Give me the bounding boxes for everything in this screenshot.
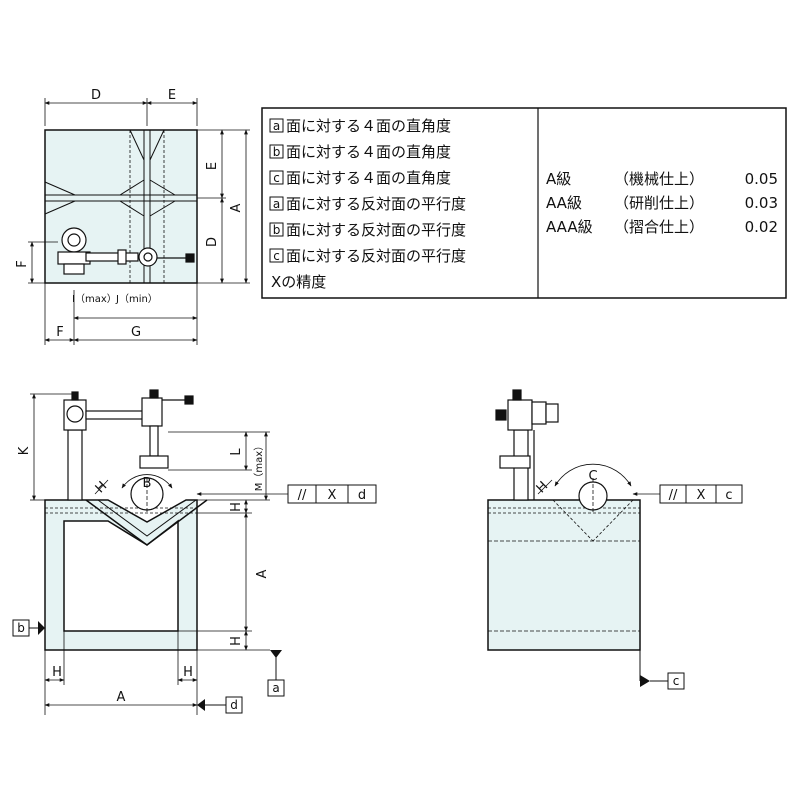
- spec-row: a 面に対する反対面の平行度: [269, 195, 466, 213]
- dim-label: D: [91, 88, 101, 103]
- dim-label: D: [205, 237, 220, 247]
- dim-label: A: [255, 569, 270, 578]
- grade-value: 0.05: [745, 170, 778, 188]
- datum-ref: c: [725, 488, 732, 503]
- datum-box-label: b: [273, 223, 281, 237]
- dim-label: A: [229, 203, 244, 212]
- spec-row-text: 面に対する４面の直角度: [286, 169, 451, 187]
- spec-row-text: 面に対する反対面の平行度: [286, 195, 466, 213]
- j-min-label: J（min）: [115, 293, 158, 305]
- clamp-post-icon: [495, 389, 559, 501]
- clamp-assembly-icon: [63, 389, 194, 501]
- dim-label: L: [229, 448, 244, 456]
- dim-label: H: [52, 665, 62, 680]
- spec-row: b 面に対する反対面の平行度: [269, 221, 466, 239]
- side-view: C H // X c c: [487, 389, 743, 690]
- datum-box-label: a: [273, 119, 280, 133]
- datum-c-label: c: [673, 674, 680, 688]
- grade-label: AA級: [546, 194, 582, 212]
- dim-label: K: [17, 446, 32, 455]
- tolerance-frame: // X c: [659, 484, 743, 504]
- top-view: D E E D A F I（max） J（min） F G: [15, 88, 250, 345]
- front-view: K L M（max） H A H B H // X d: [12, 389, 377, 715]
- dim-label: B: [143, 476, 152, 491]
- grade-label: AAA級: [546, 218, 593, 236]
- tolerance-x: X: [697, 488, 706, 503]
- spec-row: b 面に対する４面の直角度: [269, 143, 451, 161]
- parallel-symbol: //: [298, 488, 307, 503]
- spec-last-row: Xの精度: [271, 273, 326, 291]
- dim-label: H: [229, 502, 244, 512]
- grade-finish: （研削仕上）: [614, 194, 704, 212]
- clamp-icon: [57, 227, 195, 275]
- spec-row: c 面に対する反対面の平行度: [269, 247, 466, 265]
- dim-label: H: [183, 665, 193, 680]
- dim-label: F: [15, 260, 30, 267]
- tolerance-frame: // X d: [287, 484, 377, 504]
- dim-label: F: [56, 325, 63, 340]
- dim-label: G: [131, 325, 141, 340]
- grade-finish: （摺合仕上）: [614, 218, 704, 236]
- datum-box-label: c: [273, 249, 280, 263]
- dim-label: E: [205, 162, 220, 170]
- spec-row-text: 面に対する反対面の平行度: [286, 247, 466, 265]
- grade-value: 0.03: [745, 194, 778, 212]
- datum-a-label: a: [272, 681, 279, 695]
- datum-c-marker: c: [639, 650, 685, 690]
- dim-label: C: [588, 469, 597, 484]
- parallel-symbol: //: [669, 488, 678, 503]
- datum-box-label: b: [273, 145, 281, 159]
- i-max-label: I（max）: [72, 293, 117, 305]
- datum-a-marker: a: [267, 650, 285, 697]
- dim-label: E: [168, 88, 176, 103]
- datum-b-marker: b: [12, 619, 45, 637]
- datum-box-label: a: [273, 197, 280, 211]
- spec-table: a 面に対する４面の直角度 b 面に対する４面の直角度 c 面に対する４面の直角…: [261, 107, 787, 299]
- dim-label: A: [117, 690, 126, 705]
- dim-label: H: [534, 479, 552, 497]
- spec-row-text: 面に対する４面の直角度: [286, 143, 451, 161]
- datum-box-label: c: [273, 171, 280, 185]
- grade-value: 0.02: [745, 218, 778, 236]
- dim-label: H: [229, 636, 244, 646]
- grade-finish: （機械仕上）: [614, 170, 704, 188]
- datum-d-label: d: [230, 698, 238, 712]
- datum-b-label: b: [17, 621, 25, 635]
- spec-row-text: 面に対する４面の直角度: [286, 117, 451, 135]
- grade-label: A級: [546, 170, 571, 188]
- spec-row: c 面に対する４面の直角度: [269, 169, 451, 187]
- dim-label: M（max）: [253, 441, 265, 491]
- datum-ref: d: [358, 488, 366, 503]
- datum-d-marker: d: [197, 696, 243, 714]
- spec-row: a 面に対する４面の直角度: [269, 117, 451, 135]
- tolerance-x: X: [328, 488, 337, 503]
- spec-row-text: 面に対する反対面の平行度: [286, 221, 466, 239]
